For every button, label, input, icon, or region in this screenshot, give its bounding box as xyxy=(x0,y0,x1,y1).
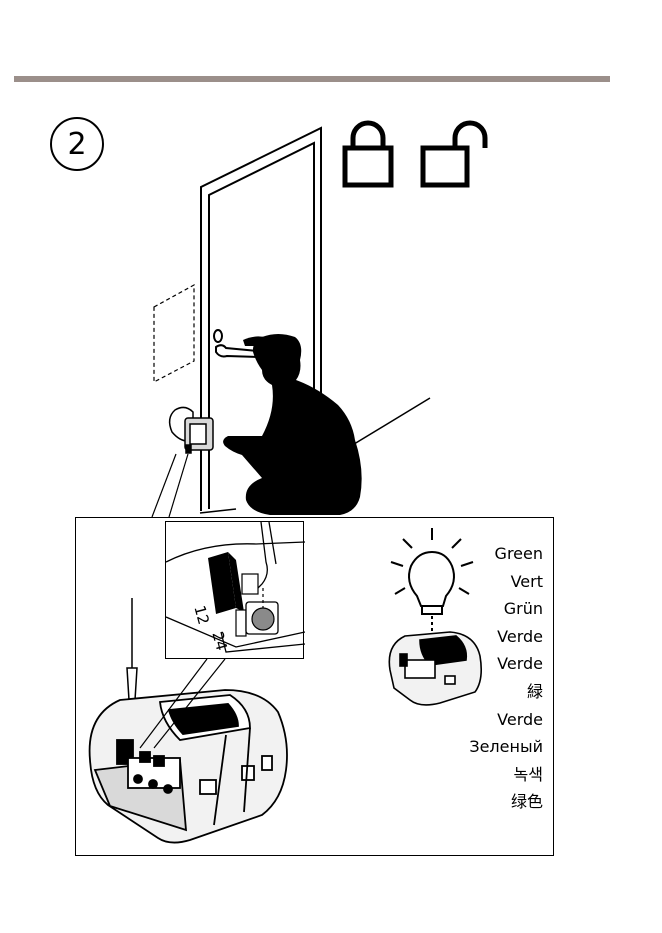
color-label-de: Grün xyxy=(469,595,543,623)
mounted-device xyxy=(170,407,213,453)
color-label-en: Green xyxy=(469,540,543,568)
padlock-locked-icon xyxy=(345,123,391,185)
terminal-closeup xyxy=(166,522,305,660)
wall-box-outline xyxy=(154,285,194,382)
terminal-closeup-inset: 12 24 xyxy=(165,521,304,659)
installer-silhouette xyxy=(223,334,362,515)
color-label-zh: 绿色 xyxy=(469,788,543,816)
color-label-es: Verde xyxy=(469,650,543,678)
color-label-ru: Зеленый xyxy=(469,733,543,761)
color-label-ko: 녹색 xyxy=(469,761,543,789)
led-color-list: Green Vert Grün Verde Verde 緑 Verde Зеле… xyxy=(469,540,543,816)
padlock-unlocked-icon xyxy=(423,123,485,185)
color-label-it: Verde xyxy=(469,623,543,651)
color-label-pt: Verde xyxy=(469,706,543,734)
color-label-fr: Vert xyxy=(469,568,543,596)
color-label-ja: 緑 xyxy=(469,678,543,706)
